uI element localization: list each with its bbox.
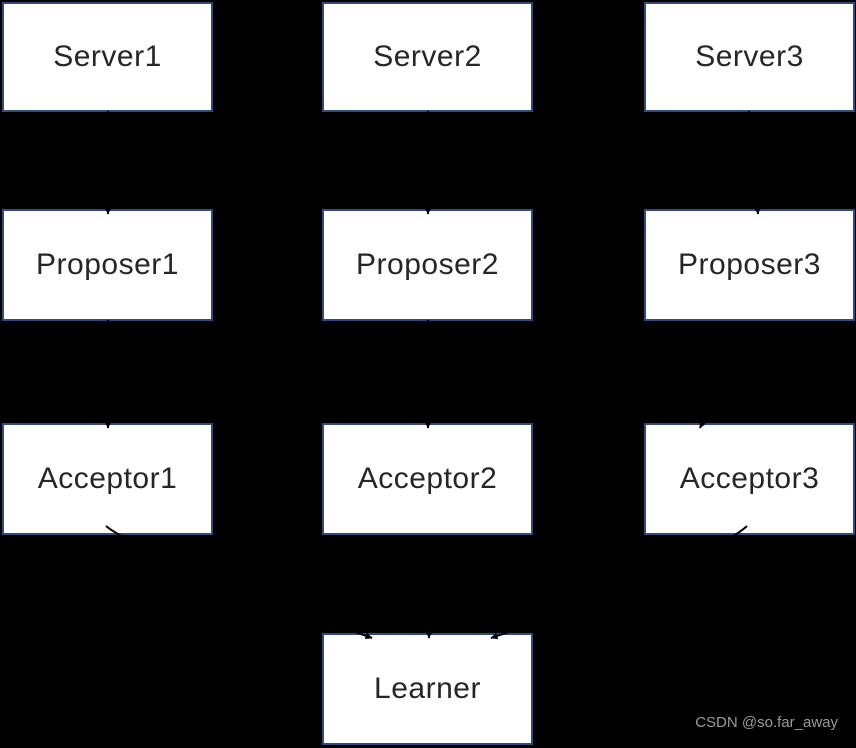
watermark: CSDN @so.far_away xyxy=(695,714,838,731)
node-label-server3: Server3 xyxy=(695,40,804,73)
node-label-acceptor2: Acceptor2 xyxy=(357,462,498,495)
node-acceptor3: Acceptor3 xyxy=(644,423,855,535)
arrow-acceptor2-to-learner xyxy=(425,535,433,639)
node-label-proposer1: Proposer1 xyxy=(36,248,179,281)
node-label-acceptor3: Acceptor3 xyxy=(679,462,820,495)
node-proposer3: Proposer3 xyxy=(644,209,855,321)
arrow-server3-to-proposer3 xyxy=(748,110,761,215)
node-acceptor1: Acceptor1 xyxy=(2,423,213,535)
node-proposer2: Proposer2 xyxy=(322,209,533,321)
node-label-proposer2: Proposer2 xyxy=(356,248,499,281)
node-label-server1: Server1 xyxy=(53,40,162,73)
node-label-acceptor1: Acceptor1 xyxy=(37,462,178,495)
node-label-server2: Server2 xyxy=(373,40,482,73)
arrow-acceptor1-to-learner xyxy=(105,525,373,640)
node-acceptor2: Acceptor2 xyxy=(322,423,533,535)
arrow-proposer3-to-acceptor3 xyxy=(699,322,750,429)
node-label-proposer3: Proposer3 xyxy=(678,248,821,281)
node-proposer1: Proposer1 xyxy=(2,209,213,321)
node-label-learner: Learner xyxy=(374,672,481,705)
node-server1: Server1 xyxy=(2,2,213,112)
node-learner: Learner xyxy=(322,633,533,745)
node-server3: Server3 xyxy=(644,2,855,112)
arrow-group xyxy=(104,110,761,640)
node-server2: Server2 xyxy=(322,2,533,112)
arrow-acceptor3-to-learner xyxy=(490,525,748,640)
